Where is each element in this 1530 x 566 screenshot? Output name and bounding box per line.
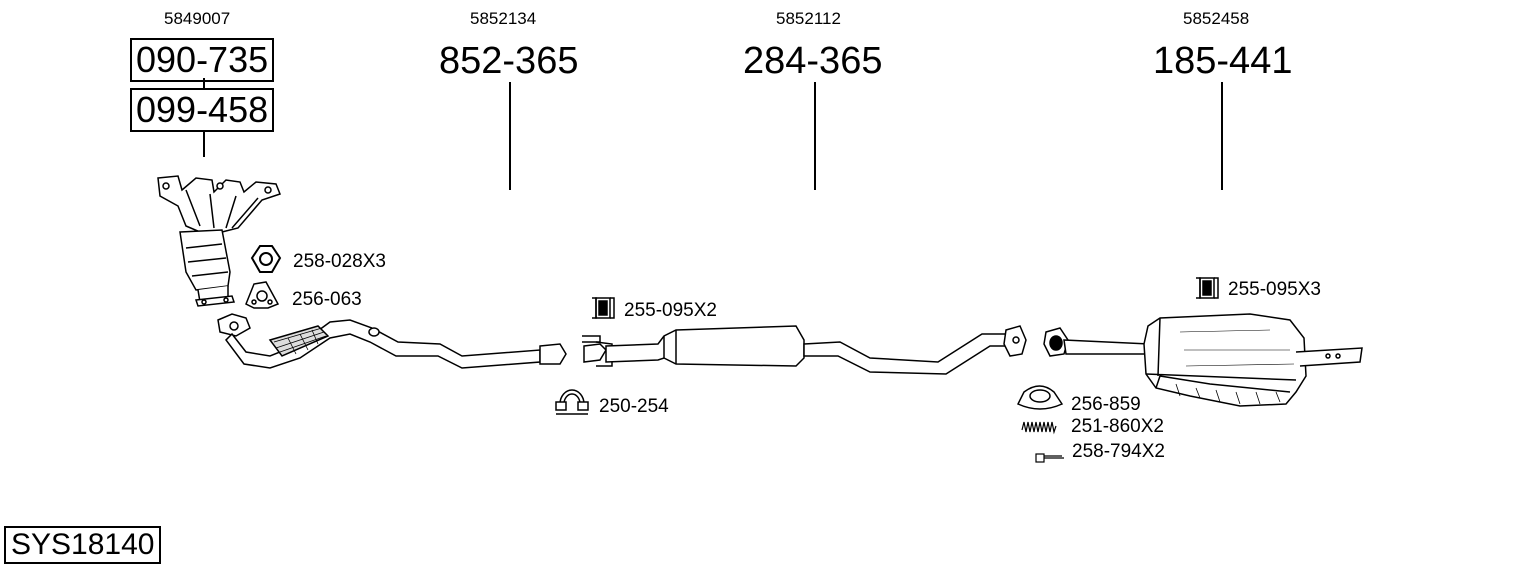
oem-number-front: 5849007 xyxy=(164,9,231,28)
accessory-label-bolt[interactable]: 258-794X2 xyxy=(1072,441,1165,462)
part-number-rear-muffler[interactable]: 185-441 xyxy=(1153,40,1293,82)
accessory-label-gasket[interactable]: 256-063 xyxy=(292,289,362,310)
accessory-label-nut[interactable]: 258-028X3 xyxy=(293,251,386,272)
accessory-label-clamp[interactable]: 250-254 xyxy=(599,396,669,417)
accessory-label-hanger-mid[interactable]: 255-095X2 xyxy=(624,300,717,321)
accessory-label-ring-gasket[interactable]: 256-859 xyxy=(1071,394,1141,415)
system-code-label: SYS18140 xyxy=(4,526,162,564)
pipe-clamp-icon xyxy=(555,389,589,415)
part-number-front-pipe[interactable]: 852-365 xyxy=(439,40,579,82)
rear-muffler-icon xyxy=(1043,313,1363,407)
nut-icon xyxy=(250,245,282,273)
ring-gasket-icon xyxy=(1016,385,1064,410)
part-number-center-muffler[interactable]: 284-365 xyxy=(743,40,883,82)
rubber-hanger-rear-icon xyxy=(1196,277,1219,299)
gasket-icon xyxy=(245,281,280,309)
bolt-icon xyxy=(1035,453,1064,463)
leader-lines xyxy=(203,78,1223,190)
exhaust-manifold-icon xyxy=(157,175,281,307)
rubber-hanger-icon xyxy=(592,297,615,319)
part-number-box-secondary[interactable]: 099-458 xyxy=(130,88,275,132)
part-number-box-primary[interactable]: 090-735 xyxy=(130,38,275,82)
oem-number-rear-muffler: 5852458 xyxy=(1183,9,1250,28)
front-pipe-icon xyxy=(217,313,567,369)
spring-icon xyxy=(1021,421,1057,435)
accessory-label-hanger-rear[interactable]: 255-095X3 xyxy=(1228,279,1321,300)
center-muffler-icon xyxy=(582,325,1027,375)
accessory-label-spring[interactable]: 251-860X2 xyxy=(1071,416,1164,437)
oem-number-front-pipe: 5852134 xyxy=(470,9,537,28)
oem-number-center-muffler: 5852112 xyxy=(776,9,841,28)
